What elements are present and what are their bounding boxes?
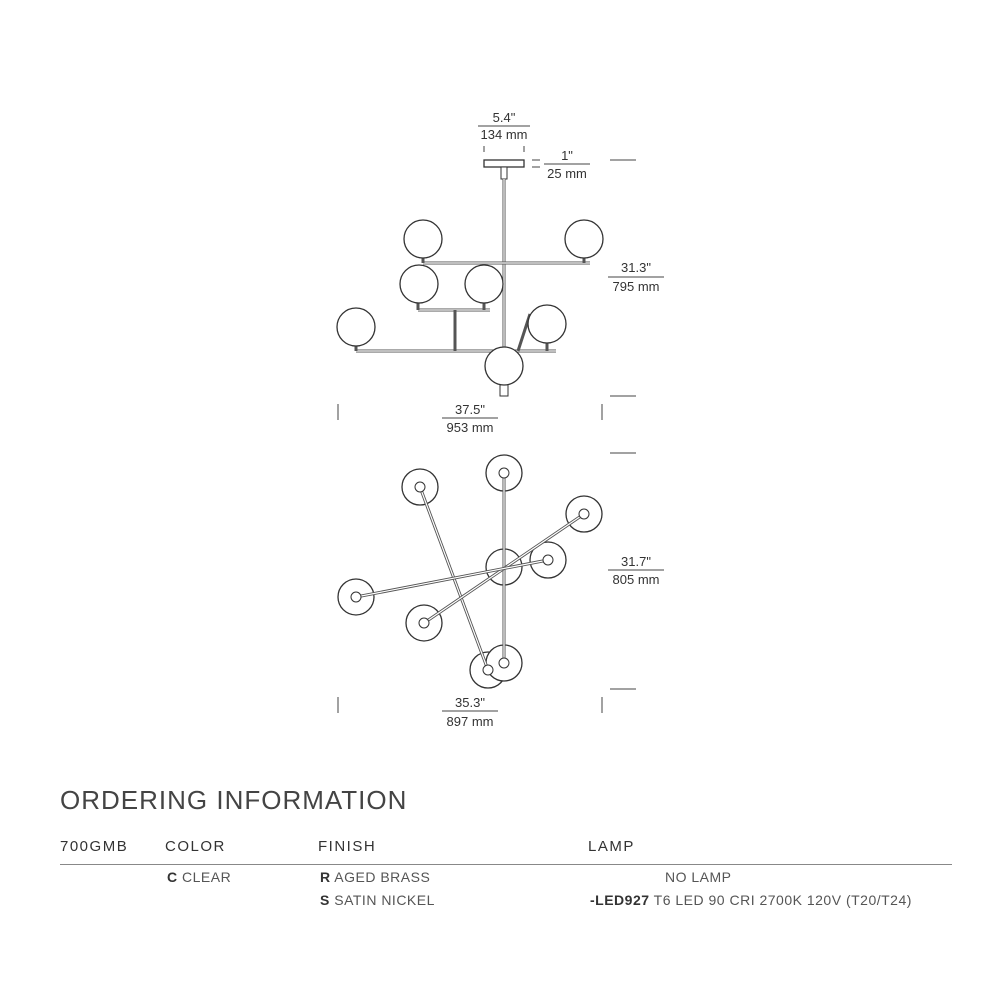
globe-top-right (564, 219, 604, 259)
globe-middle-right (464, 264, 504, 304)
top-height-mm: 805 mm (613, 572, 660, 587)
ordering-row: C CLEAR R AGED BRASS NO LAMP (60, 865, 952, 888)
side-width-mm: 953 mm (447, 420, 494, 435)
plan-view: 31.7" 805 mm 35.3" 897 mm (337, 452, 664, 729)
ordering-row: S SATIN NICKEL -LED927 T6 LED 90 CRI 270… (60, 888, 952, 911)
stem-coupler (500, 166, 508, 180)
canopy-height-in: 1" (561, 148, 573, 163)
side-elevation-view: 5.4" 134 mm 1" 25 mm (336, 110, 664, 435)
lamp-option: NO LAMP (665, 869, 732, 885)
color-name: CLEAR (182, 869, 232, 885)
side-height-in: 31.3" (621, 260, 651, 275)
top-height-in: 31.7" (621, 554, 651, 569)
lamp-code: -LED927 (590, 892, 650, 908)
finish-option: S SATIN NICKEL (320, 892, 435, 908)
ordering-title: ORDERING INFORMATION (60, 785, 408, 815)
globe-bottom-center (484, 346, 524, 386)
ordering-header-row: 700GMB COLOR FINISH LAMP (60, 838, 952, 865)
finish-code: S (320, 892, 330, 908)
color-code: C (167, 869, 178, 885)
top-width-mm: 897 mm (447, 714, 494, 729)
lamp-name: NO LAMP (665, 869, 732, 885)
top-width-in: 35.3" (455, 695, 485, 710)
canopy-width-mm: 134 mm (481, 127, 528, 142)
finish-option: R AGED BRASS (320, 869, 430, 885)
finish-code: R (320, 869, 331, 885)
canopy-height-mm: 25 mm (547, 166, 587, 181)
canopy-plate (483, 159, 525, 168)
canopy-width-in: 5.4" (493, 110, 516, 125)
lamp-name: T6 LED 90 CRI 2700K 120V (T20/T24) (653, 892, 912, 908)
model-number: 700GMB (60, 838, 129, 855)
finish-name: AGED BRASS (334, 869, 431, 885)
side-height-mm: 795 mm (613, 279, 660, 294)
color-option: C CLEAR (167, 869, 231, 885)
finish-name: SATIN NICKEL (334, 892, 435, 908)
globe-lower-right (527, 304, 567, 344)
ordering-information: ORDERING INFORMATION 700GMB COLOR FINISH… (60, 785, 952, 911)
globe-top-left (403, 219, 443, 259)
lamp-option: -LED927 T6 LED 90 CRI 2700K 120V (T20/T2… (590, 892, 912, 908)
fixture-dimension-drawing: 5.4" 134 mm 1" 25 mm (336, 110, 664, 729)
lamp-header: LAMP (588, 838, 635, 855)
color-header: COLOR (165, 838, 226, 855)
finish-header: FINISH (318, 838, 377, 855)
side-width-in: 37.5" (455, 402, 485, 417)
globe-lower-left (336, 307, 376, 347)
globe-middle-left (399, 264, 439, 304)
